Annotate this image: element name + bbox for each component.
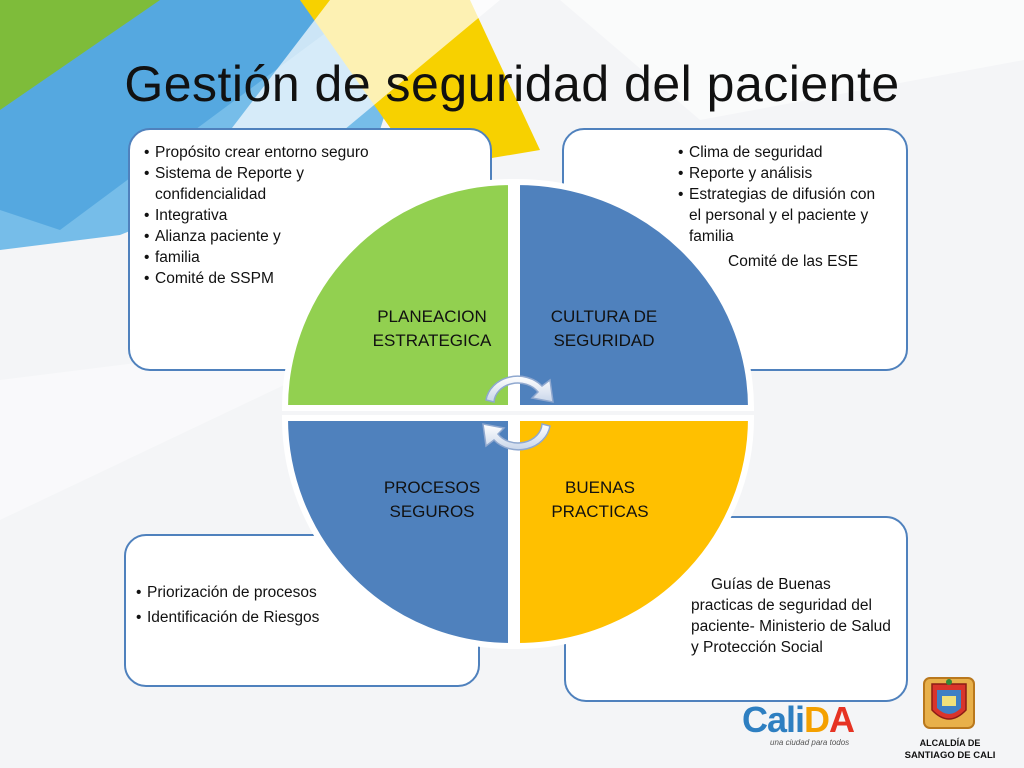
quadrant-procesos xyxy=(281,415,514,650)
bullet-list: Propósito crear entorno seguro Sistema d… xyxy=(144,142,372,289)
label-line: SEGURIDAD xyxy=(553,331,655,350)
list-item: familia xyxy=(144,247,372,268)
list-item: Reporte y análisis xyxy=(678,163,878,184)
calida-logo: CaliDA una ciudad para todos xyxy=(742,700,892,752)
list-item: Clima de seguridad xyxy=(678,142,878,163)
wordmark-part: D xyxy=(804,699,830,740)
alcaldia-line1: ALCALDÍA DE xyxy=(919,738,981,748)
label-procesos: PROCESOS SEGUROS xyxy=(332,476,532,524)
wordmark-part: Cali xyxy=(742,699,805,740)
list-item: Priorización de procesos xyxy=(136,582,468,603)
bg-light-ray xyxy=(560,0,1024,120)
bullet-list: Priorización de procesos Identificación … xyxy=(136,582,468,628)
label-planeacion: PLANEACION ESTRATEGICA xyxy=(332,305,532,353)
list-item: Identificación de Riesgos xyxy=(136,607,468,628)
label-line: CULTURA DE xyxy=(550,307,658,326)
list-item: Estrategias de difusión con el personal … xyxy=(678,184,878,247)
quadrant-cultura xyxy=(514,178,755,411)
label-line: PRACTICAS xyxy=(551,502,649,521)
label-line: PROCESOS xyxy=(383,478,481,497)
plain-text: Comité de las ESE xyxy=(728,253,859,270)
label-line: BUENAS xyxy=(565,478,635,497)
bullet-list: Clima de seguridad Reporte y análisis Es… xyxy=(678,142,878,247)
list-item: Integrativa xyxy=(144,205,372,226)
alcaldia-line2: SANTIAGO DE CALI xyxy=(904,750,996,761)
list-item: Comité de SSPM xyxy=(144,268,372,289)
calida-wordmark: CaliDA xyxy=(742,699,855,740)
bg-green-shape xyxy=(0,0,160,110)
label-cultura: CULTURA DE SEGURIDAD xyxy=(504,305,704,353)
paragraph-text: Guías de Buenas practicas de seguridad d… xyxy=(691,576,891,656)
calida-tagline: una ciudad para todos xyxy=(770,738,850,747)
alcaldia-logo: ALCALDÍA DE SANTIAGO DE CALI xyxy=(900,676,1020,764)
page-title: Gestión de seguridad del paciente xyxy=(124,56,900,112)
wordmark-part: A xyxy=(829,699,855,740)
crest-icon xyxy=(923,677,975,729)
circular-arrows-icon xyxy=(482,375,554,451)
label-line: SEGUROS xyxy=(389,502,475,521)
list-item: Sistema de Reporte y confidencialidad xyxy=(144,163,372,205)
list-item: Alianza paciente y xyxy=(144,226,372,247)
list-item: Propósito crear entorno seguro xyxy=(144,142,372,163)
label-line: ESTRATEGICA xyxy=(372,331,492,350)
quadrant-buenas xyxy=(514,415,755,650)
label-buenas: BUENAS PRACTICAS xyxy=(500,476,700,524)
label-line: PLANEACION xyxy=(377,307,487,326)
quadrant-planeacion xyxy=(281,178,514,411)
